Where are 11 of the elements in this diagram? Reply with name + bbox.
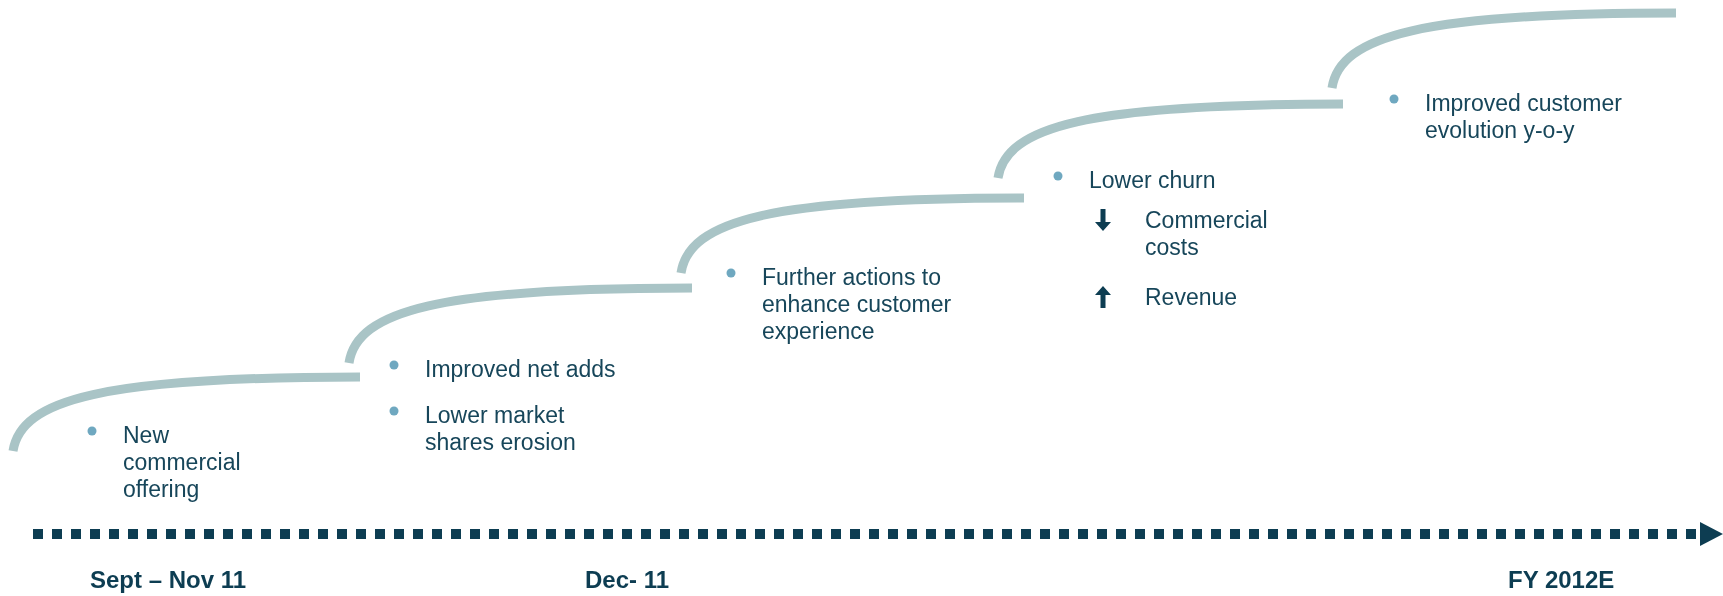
bullet-text: Improved customer evolution y-o-y [1425, 90, 1623, 144]
bullet-text: Lower churn [1089, 167, 1217, 194]
bullet-text: Improved net adds [425, 356, 617, 383]
bullet-text: Revenue [1145, 284, 1239, 311]
bullet-text: Further actions to enhance customer experience [762, 264, 953, 345]
timeline-date: FY 2012E [1508, 566, 1615, 594]
bullet-text: Commercial costs [1145, 207, 1269, 261]
timeline-date: Dec- 11 [585, 566, 670, 594]
bullet-text: Lower market shares erosion [425, 402, 577, 456]
timeline-date: Sept – Nov 11 [90, 566, 247, 594]
bullet-text: New commercial offering [123, 422, 242, 503]
